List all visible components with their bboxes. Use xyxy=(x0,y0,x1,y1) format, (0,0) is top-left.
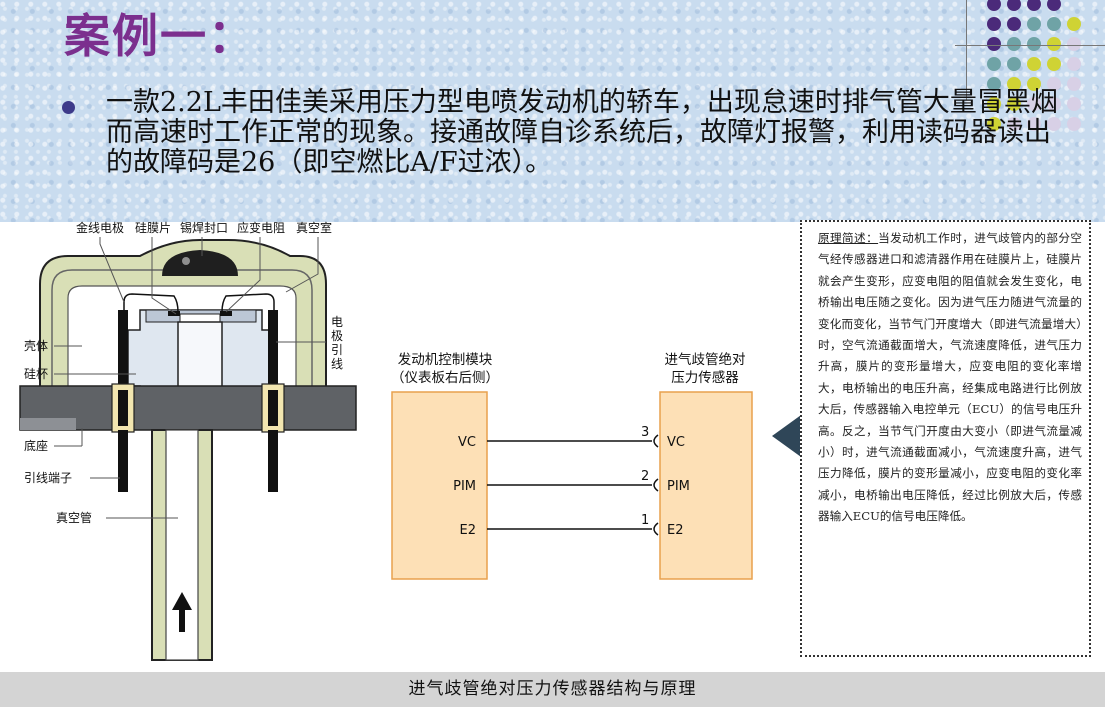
label-lead-terminal: 引线端子 xyxy=(24,471,72,485)
sensor-pin-e2: E2 xyxy=(667,523,684,538)
pin-number-vc: 3 xyxy=(641,425,649,440)
label-silicon-diaphragm: 硅膜片 xyxy=(135,221,171,235)
strain-resistor-left xyxy=(168,311,180,316)
principle-description-box: 原理简述：当发动机工作时，进气歧管内的部分空气经传感器进口和滤清器作用在硅膜片上… xyxy=(800,220,1091,657)
principle-heading: 原理简述： xyxy=(818,231,879,245)
decorative-vertical-line xyxy=(966,0,967,100)
pin-number-e2: 1 xyxy=(641,513,649,528)
pin-number-pim: 2 xyxy=(641,469,649,484)
label-base: 底座 xyxy=(24,438,48,453)
header-background xyxy=(0,0,1105,222)
label-shell: 壳体 xyxy=(24,339,48,353)
sensor-title-line2: 压力传感器 xyxy=(671,369,739,386)
lead-right-lower xyxy=(268,430,278,492)
caption-bar xyxy=(0,672,1105,707)
connector-vc xyxy=(653,434,659,448)
label-strain-resistor: 应变电阻 xyxy=(237,220,285,235)
label-vacuum-chamber: 真空室 xyxy=(296,220,332,235)
label-electrode-lead-4: 线 xyxy=(331,357,343,371)
leader-vacuum-chamber xyxy=(285,237,319,293)
label-solder-seal: 锡焊封口 xyxy=(180,220,228,235)
principle-body: 当发动机工作时，进气歧管内的部分空气经传感器进口和滤清器作用在硅膜片上，硅膜片就… xyxy=(818,231,1082,524)
figure-caption: 进气歧管绝对压力传感器结构与原理 xyxy=(408,679,697,699)
gold-wire-right xyxy=(221,293,275,334)
leader-strain-resistor xyxy=(225,237,261,313)
lead-left-lower xyxy=(118,430,128,492)
ecu-pin-vc: VC xyxy=(458,435,476,450)
ecu-pin-e2: E2 xyxy=(460,523,477,538)
arrow-up-icon xyxy=(172,592,192,632)
connector-pim xyxy=(653,478,659,492)
label-vacuum-tube: 真空管 xyxy=(56,510,92,525)
slide-title: 案例一： xyxy=(64,9,256,63)
vacuum-tube-inner xyxy=(165,429,199,661)
ecu-title-line1: 发动机控制模块 xyxy=(398,352,493,368)
lead-left-core xyxy=(118,390,128,426)
sensor-diagram: 金线电极 硅膜片 锡焊封口 应变电阻 真空室 壳体 硅杯 底座 引线端子 真空管… xyxy=(19,220,753,661)
case-description: 一款2.2L丰田佳美采用压力型电喷发动机的轿车，出现怠速时排气管大量冒黑烟而高速… xyxy=(106,87,1058,178)
sensor-pin-vc: VC xyxy=(667,435,685,450)
sensor-pin-pim: PIM xyxy=(667,479,690,494)
lead-left-upper xyxy=(118,310,128,384)
ecu-block xyxy=(391,391,488,580)
base-left-step xyxy=(20,418,76,430)
ecu-pin-pim: PIM xyxy=(453,479,476,494)
label-electrode-lead-2: 极 xyxy=(331,329,343,343)
bullet-icon xyxy=(62,101,75,114)
ecu-title-line2: （仪表板右后侧） xyxy=(391,370,499,386)
lead-right-core xyxy=(268,390,278,426)
label-silicon-cup: 硅杯 xyxy=(24,367,48,381)
dome-highlight xyxy=(182,257,190,265)
lead-right-upper xyxy=(268,310,278,384)
sensor-block xyxy=(659,391,753,580)
connector-e2 xyxy=(653,522,659,536)
label-electrode-lead-3: 引 xyxy=(331,343,343,357)
solder-seal-dome xyxy=(162,250,238,276)
diaphragm-center xyxy=(179,313,221,323)
strain-resistor-right xyxy=(220,311,232,316)
leader-gold-electrode xyxy=(99,237,125,303)
gold-wire-left xyxy=(123,293,179,334)
sensor-title-line1: 进气歧管绝对 xyxy=(665,352,746,368)
label-electrode-lead-1: 电 xyxy=(331,315,343,329)
decorative-horizontal-line xyxy=(955,45,1105,46)
leader-silicon-diaphragm xyxy=(151,237,177,315)
label-gold-electrode: 金线电极 xyxy=(76,220,124,235)
